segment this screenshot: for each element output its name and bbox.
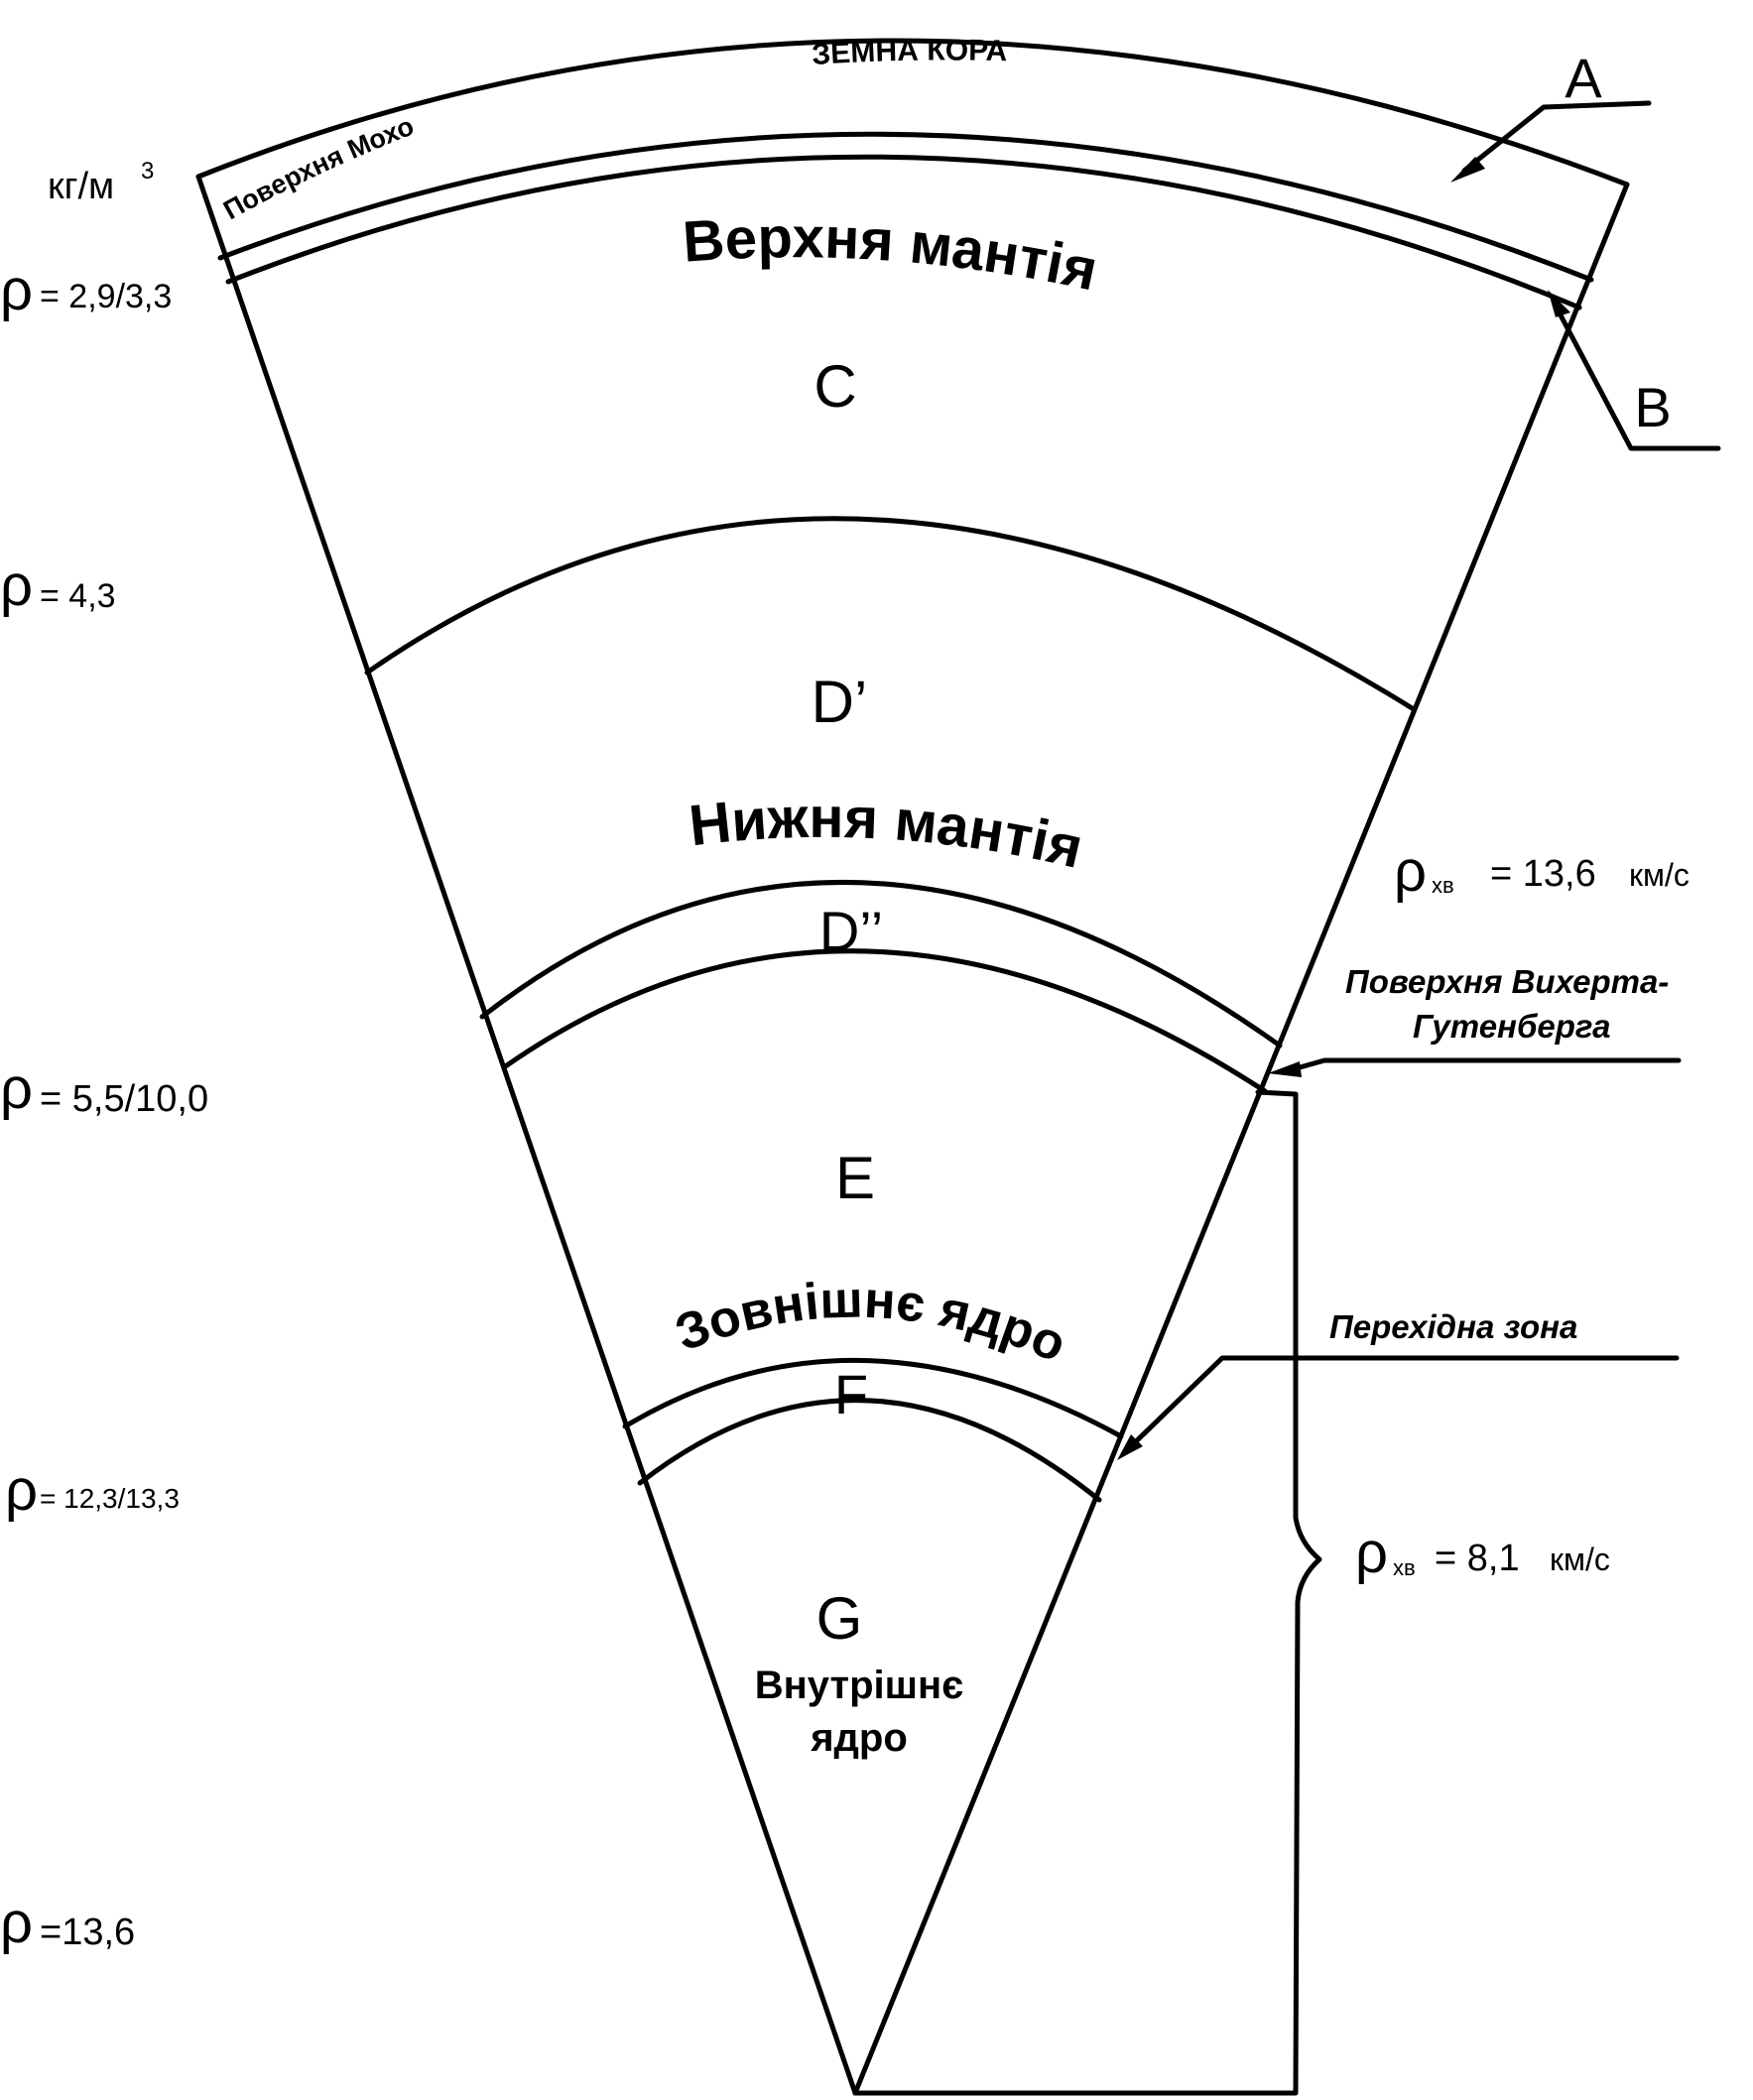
crust-outer-arc xyxy=(195,38,1630,187)
zone-d1-label: D’ xyxy=(812,669,868,735)
velocity-mantle: ρ хв = 13,6 км/с xyxy=(1394,839,1690,904)
zone-c-label: C xyxy=(814,353,856,420)
crust-label: ЗЕМНА КОРА xyxy=(811,34,1007,71)
velocity-mantle-unit: км/с xyxy=(1629,857,1690,893)
density-value-4: = 12,3/13,3 xyxy=(40,1483,180,1514)
density-unit-superscript: 3 xyxy=(141,158,154,185)
wiechert-pointer-line xyxy=(1283,1057,1682,1074)
velocity-core-unit: км/с xyxy=(1550,1542,1610,1577)
density-value-5: =13,6 xyxy=(40,1912,135,1953)
upper-mantle-label: Верхня мантія xyxy=(681,205,1103,303)
density-row-5: ρ =13,6 xyxy=(0,1891,135,1955)
density-symbol-5: ρ xyxy=(0,1891,33,1955)
sector-left-edge xyxy=(195,174,858,2096)
velocity-core-symbol: ρ xyxy=(1355,1521,1388,1585)
density-unit-label: кг/м xyxy=(48,166,114,207)
zone-b-label: B xyxy=(1634,376,1671,438)
density-symbol-2: ρ xyxy=(0,554,33,618)
velocity-core-sub: хв xyxy=(1393,1555,1416,1580)
core-velocity-brace xyxy=(852,1089,1322,2096)
zone-a-label: A xyxy=(1565,47,1602,109)
transition-pointer-line xyxy=(1128,1355,1680,1449)
velocity-mantle-sub: хв xyxy=(1432,873,1454,898)
inner-core-label-line2: ядро xyxy=(810,1716,908,1760)
pointer-b-line xyxy=(1555,307,1721,451)
density-symbol-4: ρ xyxy=(5,1458,38,1523)
density-value-3: = 5,5/10,0 xyxy=(40,1078,208,1120)
density-symbol-1: ρ xyxy=(0,258,33,322)
sector-right-edge xyxy=(852,182,1630,2096)
lower-mantle-label: Нижня мантія xyxy=(686,786,1088,881)
density-value-2: = 4,3 xyxy=(40,577,116,615)
pointer-b-arrowhead xyxy=(1548,290,1570,317)
transition-zone-label: Перехідна зона xyxy=(1329,1308,1577,1345)
density-symbol-3: ρ xyxy=(0,1056,33,1121)
velocity-mantle-value: = 13,6 xyxy=(1490,853,1596,895)
moho-arc xyxy=(217,131,1594,283)
velocity-core: ρ хв = 8,1 км/с xyxy=(1355,1521,1610,1585)
density-row-1: ρ = 2,9/3,3 xyxy=(0,258,172,322)
wiechert-gutenberg-label-line2: Гутенберга xyxy=(1413,1008,1610,1045)
pointer-a-line xyxy=(1461,100,1652,174)
density-value-1: = 2,9/3,3 xyxy=(40,278,172,315)
core-mantle-boundary xyxy=(501,948,1268,1094)
layer-b-arc xyxy=(225,154,1582,310)
moho-surface-label: Поверхня Мохо xyxy=(218,111,418,226)
velocity-core-value: = 8,1 xyxy=(1435,1538,1520,1579)
density-row-2: ρ = 4,3 xyxy=(0,554,116,618)
inner-core-boundary xyxy=(637,1398,1102,1503)
inner-core-label-line1: Внутрішнє xyxy=(755,1664,964,1707)
velocity-mantle-symbol: ρ xyxy=(1394,839,1427,904)
zone-f-label: F xyxy=(834,1363,868,1425)
d2-upper-arc xyxy=(479,879,1283,1049)
zone-e-label: E xyxy=(835,1145,875,1211)
transition-pointer-arrowhead xyxy=(1117,1434,1143,1460)
wiechert-gutenberg-label-line1: Поверхня Вихерта- xyxy=(1345,963,1669,1000)
transition-upper-arc xyxy=(622,1358,1124,1439)
density-row-3: ρ = 5,5/10,0 xyxy=(0,1056,208,1121)
pointer-a-arrowhead xyxy=(1450,157,1485,183)
zone-d2-label: D’’ xyxy=(819,900,883,962)
density-row-4: ρ = 12,3/13,3 xyxy=(5,1458,180,1523)
density-unit: кг/м 3 xyxy=(48,158,154,207)
mantle-c-d-boundary xyxy=(364,516,1417,712)
wiechert-pointer-arrowhead xyxy=(1268,1061,1302,1077)
zone-g-label: G xyxy=(816,1585,863,1652)
